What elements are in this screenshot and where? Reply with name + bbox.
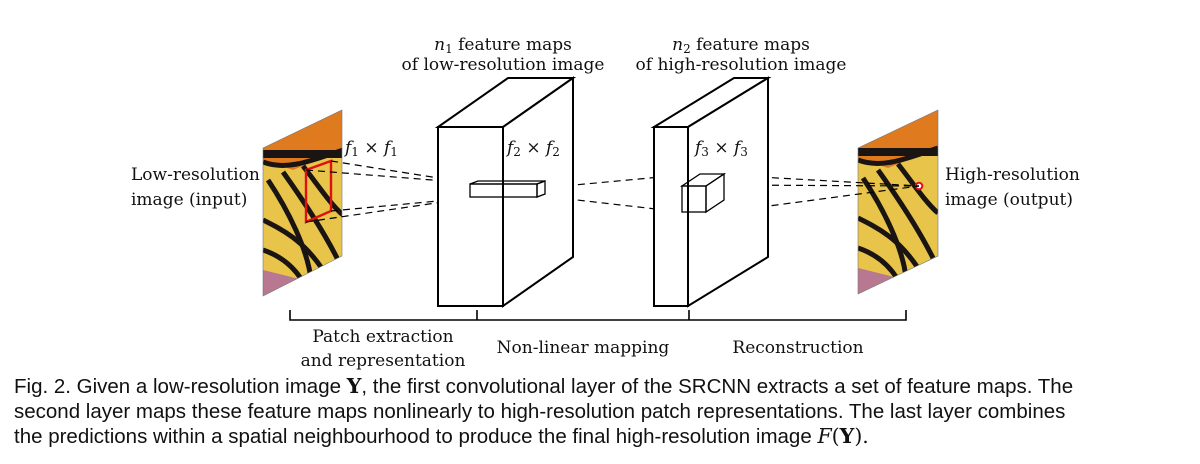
maps1-title-line1: n1 feature maps [434, 35, 572, 56]
maps1-title-line2: of low-resolution image [402, 55, 605, 75]
stage2-label: Non-linear mapping [497, 338, 670, 358]
input-label-line2: image (input) [131, 190, 247, 210]
output-image [857, 109, 939, 295]
filter-size-f2: f2 × f2 [505, 138, 560, 159]
feature-maps-block-1 [434, 76, 577, 308]
feature-maps-block-2 [650, 76, 772, 308]
filter-size-f3: f3 × f3 [693, 138, 748, 159]
input-label-line1: Low-resolution [131, 165, 260, 185]
maps2-title-line2: of high-resolution image [636, 55, 847, 75]
projection-lines [305, 160, 920, 223]
output-label-line1: High-resolution [945, 165, 1080, 185]
caption-line-1: Fig. 2. Given a low-resolution image Y, … [14, 374, 1074, 398]
patch-cube-1 [469, 180, 546, 198]
maps2-title-line1: n2 feature maps [672, 35, 810, 56]
caption-line-3: the predictions within a spatial neighbo… [14, 424, 869, 448]
output-label-line2: image (output) [945, 190, 1073, 210]
caption-line-2: second layer maps these feature maps non… [14, 400, 1066, 423]
stage1-label-line1: Patch extraction [312, 327, 453, 347]
input-image [262, 109, 343, 297]
patch-cube-2 [679, 172, 727, 214]
filter-size-f1: f1 × f1 [343, 138, 398, 159]
stage-braces [289, 310, 907, 321]
figure-caption: Fig. 2. Given a low-resolution image Y, … [14, 374, 1192, 449]
stage3-label: Reconstruction [732, 338, 863, 358]
stage1-label-line2: and representation [301, 351, 466, 371]
